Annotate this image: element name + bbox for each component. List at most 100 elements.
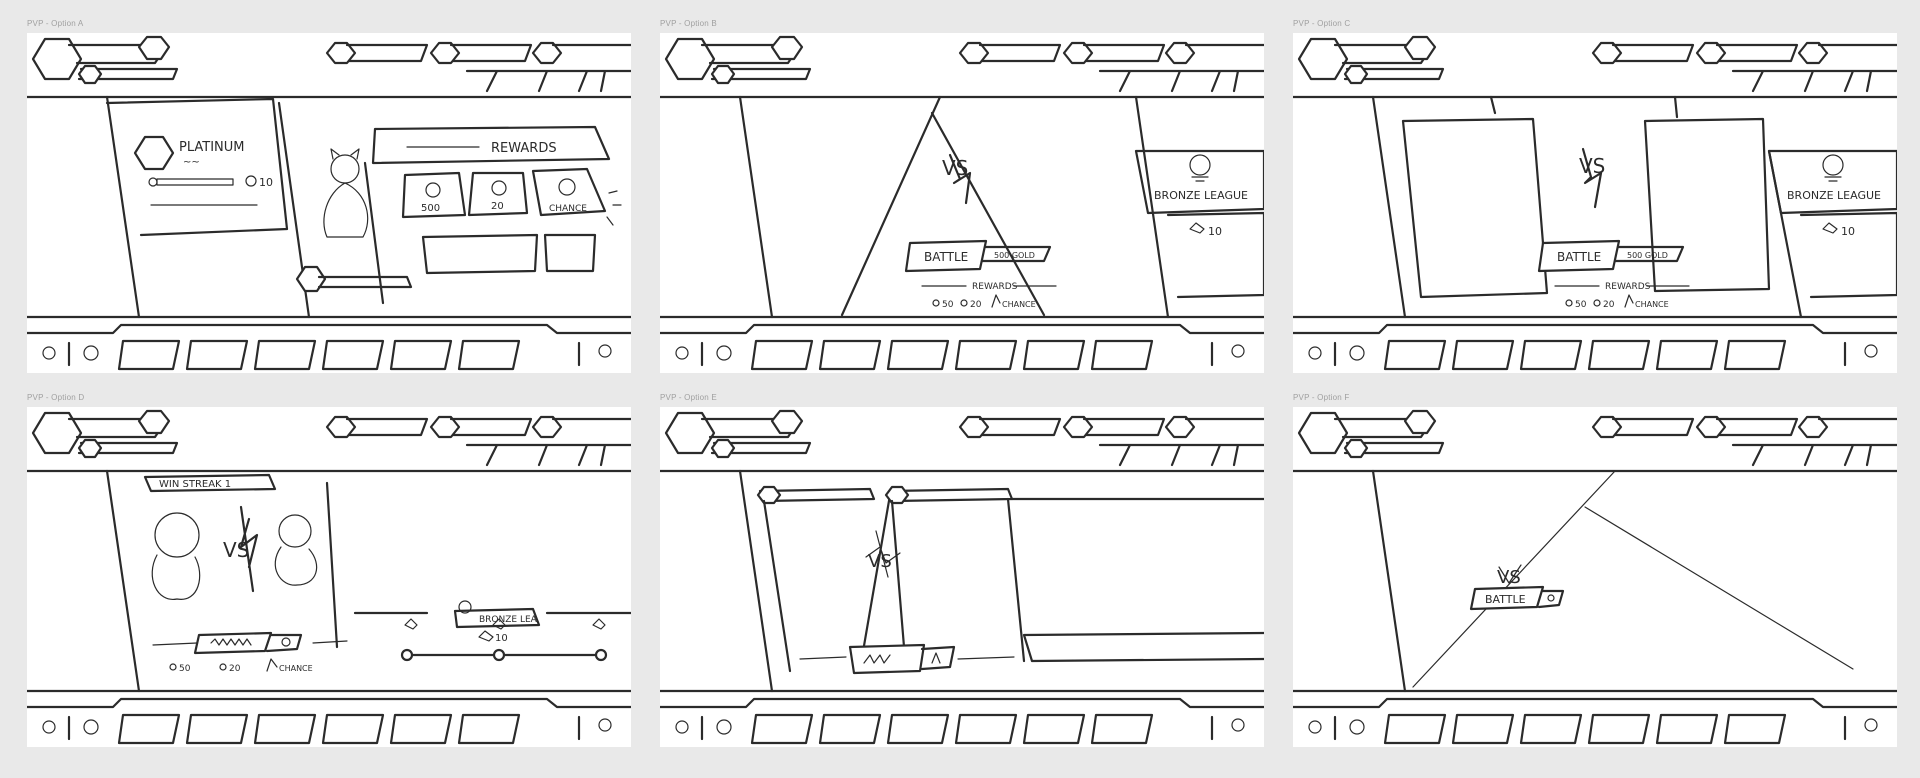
wireframe-option-d: WIN STREAK 1 VS 50 20 CHANCE BRONZE LEA … [27, 407, 631, 747]
league-trophy-icon [1822, 154, 1844, 176]
frame-label-c: PVP - Option C [1293, 19, 1351, 28]
reward-gems: 20 [970, 300, 982, 310]
nav-tab-4[interactable] [321, 339, 385, 371]
player-left-head [154, 512, 200, 558]
wireframe-option-c: VS BATTLE 500 GOLD REWARDS 50 20 CHANCE … [1293, 33, 1897, 373]
trophy-icon [1189, 222, 1205, 234]
nav-tab-1[interactable] [750, 713, 814, 745]
vs-label: VS [942, 156, 968, 180]
rewards-label: REWARDS [972, 282, 1018, 292]
nav-tab-1[interactable] [1383, 713, 1447, 745]
battle-label: BATTLE [1485, 593, 1526, 606]
league-name: BRONZE LEAGUE [1154, 189, 1248, 202]
battle-label: BATTLE [1557, 250, 1601, 264]
reward-gems: 20 [1603, 300, 1615, 310]
top-hud [1297, 35, 1897, 93]
action-button-large[interactable] [421, 233, 539, 275]
nav-tab-6[interactable] [457, 713, 521, 745]
settings-icon [598, 344, 612, 358]
nav-tab-5[interactable] [1022, 339, 1086, 371]
reward-gold: 50 [942, 300, 954, 310]
reward-3-value: CHANCE [549, 204, 587, 214]
nav-tab-3[interactable] [886, 339, 950, 371]
nav-tab-6[interactable] [1723, 713, 1787, 745]
nav-tab-2[interactable] [185, 339, 249, 371]
reward-card-1[interactable] [401, 171, 467, 219]
vs-label: VS [1579, 154, 1605, 178]
league-name: BRONZE LEAGUE [1787, 189, 1881, 202]
reward-chance: CHANCE [1002, 300, 1036, 309]
wireframe-option-e: VS [660, 407, 1264, 747]
bottom-nav [27, 323, 631, 371]
nav-tab-5[interactable] [389, 339, 453, 371]
battle-button[interactable] [1469, 585, 1545, 611]
nav-tab-3[interactable] [253, 339, 317, 371]
nav-tab-5[interactable] [1022, 713, 1086, 745]
nav-tab-6[interactable] [457, 339, 521, 371]
nav-tab-3[interactable] [253, 713, 317, 745]
sketch-option-a: PLATINUM ~~ 10 REWARDS 500 20 CHANCE [27, 35, 631, 371]
nav-tab-6[interactable] [1090, 713, 1154, 745]
action-button-small[interactable] [543, 233, 597, 273]
league-trophy-icon [1189, 154, 1211, 176]
frame-label-a: PVP - Option A [27, 19, 84, 28]
nav-tab-5[interactable] [389, 713, 453, 745]
vs-bolt [1498, 564, 1522, 584]
nav-tab-1[interactable] [750, 339, 814, 371]
vs-label: VS [868, 551, 892, 572]
sketch-option-e: VS [660, 409, 1264, 745]
trophy-count: 10 [259, 176, 273, 189]
nav-tab-4[interactable] [321, 713, 385, 745]
vs-label: VS [1497, 567, 1521, 588]
nav-tab-4[interactable] [1587, 339, 1651, 371]
win-streak-banner [143, 473, 277, 493]
bottom-nav [660, 697, 1264, 745]
character-head [330, 154, 360, 184]
reward-1-value: 500 [421, 203, 440, 214]
player-card-left [1401, 117, 1549, 299]
nav-tab-2[interactable] [1451, 713, 1515, 745]
nav-tab-1[interactable] [117, 713, 181, 745]
battle-cost: 500 GOLD [1627, 251, 1668, 260]
nav-tab-3[interactable] [1519, 713, 1583, 745]
frame-label-f: PVP - Option F [1293, 393, 1350, 402]
top-hud [31, 409, 631, 467]
reward-card-2[interactable] [467, 171, 529, 217]
reward-gems: 20 [229, 664, 241, 674]
player-card-left [762, 499, 792, 673]
bottom-nav [27, 697, 631, 745]
nav-tab-4[interactable] [954, 713, 1018, 745]
reward-2-value: 20 [491, 201, 504, 212]
reward-gold: 50 [179, 664, 191, 674]
sketch-option-c: VS BATTLE 500 GOLD REWARDS 50 20 CHANCE … [1293, 35, 1897, 371]
wireframe-option-b: VS BATTLE 500 GOLD REWARDS 50 20 CHANCE … [660, 33, 1264, 373]
vs-bolt [239, 505, 259, 593]
league-panel [1134, 149, 1264, 215]
league-banner [453, 607, 541, 629]
top-hud [31, 35, 631, 93]
nav-tab-5[interactable] [1655, 713, 1719, 745]
nav-tab-2[interactable] [818, 713, 882, 745]
nav-tab-2[interactable] [185, 713, 249, 745]
battle-label: BATTLE [924, 250, 968, 264]
bottom-nav [1293, 697, 1897, 745]
wireframe-option-f: VS BATTLE [1293, 407, 1897, 747]
nav-tab-3[interactable] [1519, 339, 1583, 371]
league-panel [1767, 149, 1897, 215]
nav-tab-6[interactable] [1090, 339, 1154, 371]
nav-tab-1[interactable] [1383, 339, 1447, 371]
battle-button[interactable] [904, 239, 988, 273]
nav-tab-4[interactable] [954, 339, 1018, 371]
battle-button[interactable] [1537, 239, 1621, 273]
sketch-option-d: WIN STREAK 1 VS 50 20 CHANCE BRONZE LEA … [27, 409, 631, 745]
reward-card-3[interactable] [531, 167, 607, 217]
nav-tab-1[interactable] [117, 339, 181, 371]
nav-tab-5[interactable] [1655, 339, 1719, 371]
nav-tab-4[interactable] [1587, 713, 1651, 745]
nav-tab-3[interactable] [886, 713, 950, 745]
trophy-icon [1822, 222, 1838, 234]
nav-tab-2[interactable] [1451, 339, 1515, 371]
nav-tab-6[interactable] [1723, 339, 1787, 371]
nav-tab-2[interactable] [818, 339, 882, 371]
rank-sub: ~~ [183, 157, 200, 168]
